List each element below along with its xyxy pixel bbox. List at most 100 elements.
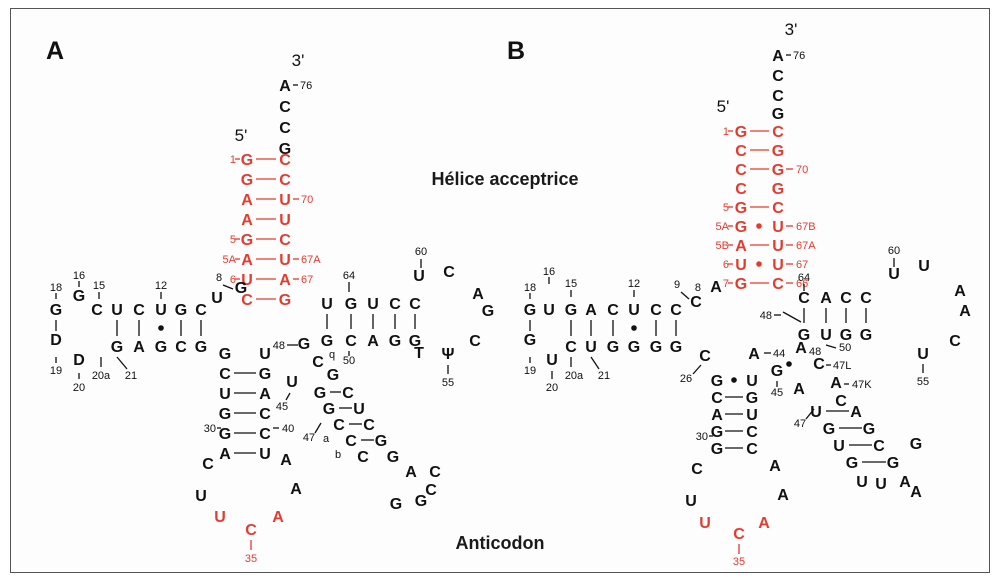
position-number: 60 [415, 246, 427, 258]
position-number: 7 [723, 278, 729, 290]
nucleotide: U [833, 438, 845, 455]
nucleotide: C [949, 333, 961, 350]
position-number: 1 [230, 154, 236, 166]
nucleotide: U [810, 404, 822, 421]
nucleotide: C [860, 290, 872, 307]
nucleotide: C [670, 302, 682, 319]
position-number: 40 [282, 423, 294, 435]
nucleotide: U [746, 373, 758, 390]
nucleotide: G [389, 333, 401, 350]
bond-line [825, 344, 837, 349]
nucleotide: U [155, 302, 167, 319]
nucleotide: U [219, 386, 231, 403]
nucleotide: G [279, 292, 291, 309]
nucleotide: G [823, 421, 835, 438]
nucleotide: C [409, 296, 421, 313]
nucleotide: A [793, 381, 805, 398]
nucleotide: A [272, 509, 284, 526]
nucleotide: C [363, 417, 375, 434]
position-number: 47 [303, 432, 315, 444]
nucleotide: G [735, 200, 747, 217]
nucleotide: A [280, 452, 292, 469]
nucleotide: G [887, 455, 899, 472]
nucleotide: C [443, 264, 455, 281]
nucleotide: U [259, 446, 271, 463]
nucleotide: C [772, 200, 784, 217]
position-number: 47L [833, 360, 851, 372]
three-prime-end: 3' [785, 20, 798, 39]
nucleotide: G [219, 406, 231, 423]
nucleotide: U [820, 327, 832, 344]
nucleotide: G [670, 339, 682, 356]
wobble-pair-dot [756, 261, 762, 267]
nucleotide: G [219, 346, 231, 363]
nucleotide: G [711, 373, 723, 390]
nucleotide: A [279, 272, 291, 289]
position-number: 76 [793, 50, 805, 62]
nucleotide: G [735, 276, 747, 293]
position-number: 5A [223, 254, 237, 266]
nucleotide: A [735, 238, 747, 255]
position-number: 20a [92, 370, 111, 382]
bond-line [805, 408, 815, 420]
nucleotide: A [758, 515, 770, 532]
position-number: 47K [852, 379, 872, 391]
nucleotide: G [863, 421, 875, 438]
nucleotide: C [333, 417, 345, 434]
nucleotide: U [367, 296, 379, 313]
nucleotide: C [259, 426, 271, 443]
position-number: 60 [888, 245, 900, 257]
nucleotide: C [772, 276, 784, 293]
nucleotide: C [429, 464, 441, 481]
nucleotide: C [711, 390, 723, 407]
nucleotide: A [219, 446, 231, 463]
nucleotide: G [259, 366, 271, 383]
position-number: 19 [524, 365, 536, 377]
nucleotide: A [820, 290, 832, 307]
position-number: q [329, 349, 335, 361]
nucleotide: U [214, 509, 226, 526]
nucleotide: C [259, 406, 271, 423]
position-number: 30 [696, 431, 708, 443]
nucleotide: C [650, 302, 662, 319]
position-number: 5 [230, 234, 236, 246]
nucleotide: C [133, 302, 145, 319]
position-number: 18 [524, 282, 536, 294]
nucleotide: G [241, 172, 253, 189]
nucleotide: D [50, 332, 62, 349]
nucleotide: A [710, 279, 722, 296]
nucleotide: G [175, 302, 187, 319]
position-number: 30 [204, 423, 216, 435]
nucleotide: G [746, 390, 758, 407]
nucleotide: C [245, 522, 257, 539]
nucleotide: C [733, 526, 745, 543]
position-number: 21 [598, 370, 610, 382]
nucleotide: C [772, 88, 784, 105]
nucleotide: U [279, 252, 291, 269]
position-number: 15 [93, 280, 105, 292]
nucleotide: C [735, 162, 747, 179]
position-number: 55 [442, 377, 454, 389]
nucleotide: C [813, 356, 825, 373]
nucleotide: G [711, 424, 723, 441]
position-number: 67A [796, 240, 816, 252]
nucleotide: U [917, 346, 929, 363]
nucleotide: C [219, 366, 231, 383]
nucleotide: G [390, 496, 402, 513]
position-number: 6 [230, 274, 236, 286]
anticodon-label: Anticodon [456, 533, 545, 553]
nucleotide: U [546, 352, 558, 369]
position-number: 1 [723, 126, 729, 138]
nucleotide: U [699, 515, 711, 532]
nucleotide: G [219, 426, 231, 443]
position-number: 64 [798, 272, 810, 284]
position-number: 21 [125, 370, 137, 382]
position-number: 12 [628, 278, 640, 290]
nucleotide: C [699, 348, 711, 365]
nucleotide: G [323, 401, 335, 418]
nucleotide: C [798, 290, 810, 307]
five-prime-end: 5' [235, 126, 248, 145]
nucleotide: A [259, 386, 271, 403]
nucleotide: G [524, 302, 536, 319]
